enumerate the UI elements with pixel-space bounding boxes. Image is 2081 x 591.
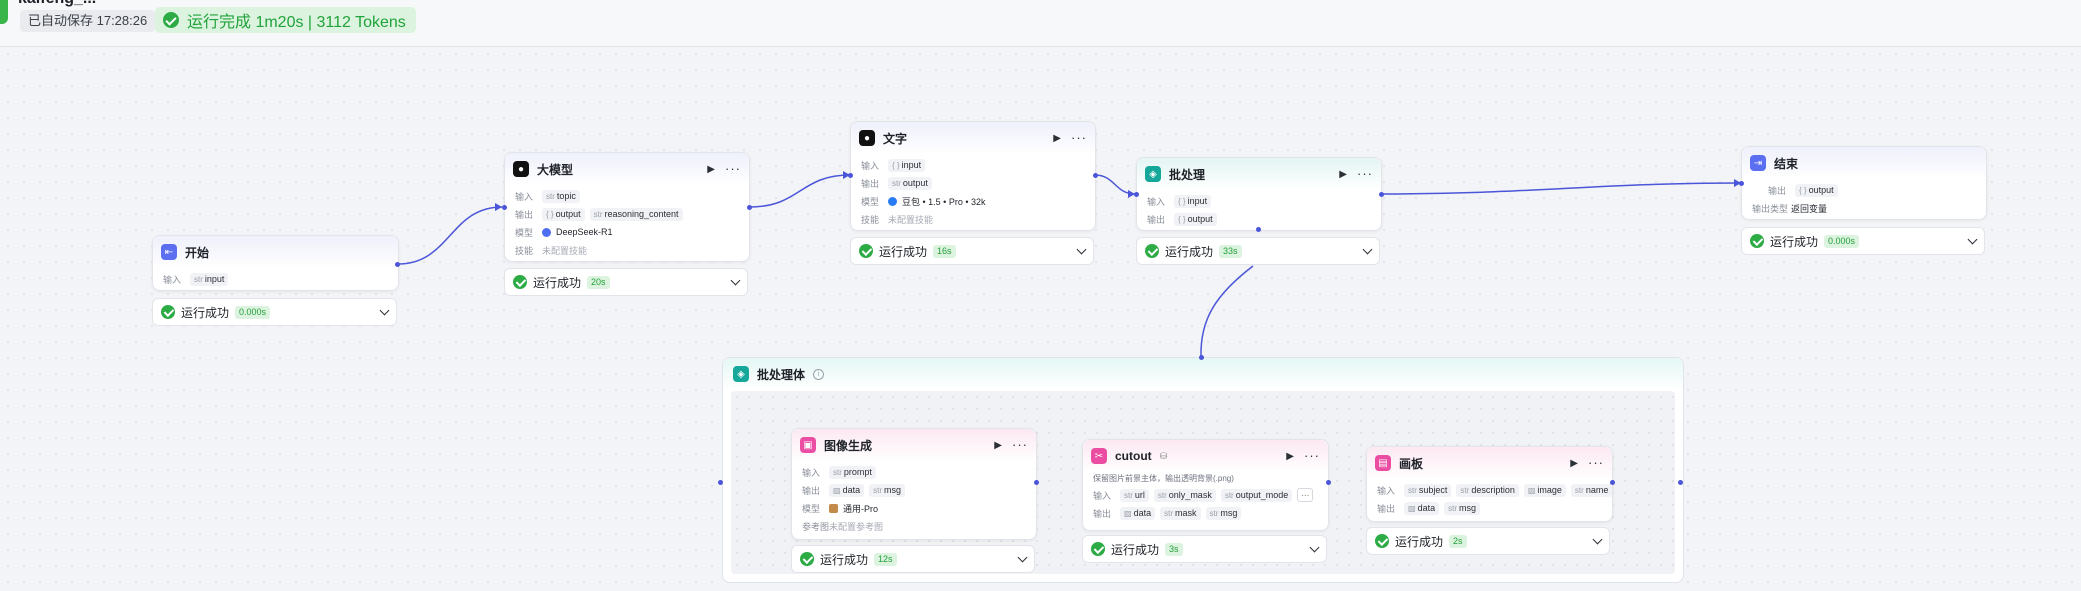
port-group-out[interactable] [1678,480,1683,485]
info-icon[interactable]: i [813,368,825,380]
node-title: 画板 [1399,456,1424,471]
run-status-text: 运行完成 1m20s | 3112 Tokens [187,14,406,31]
start-icon: ⇤ [161,244,177,260]
status-end[interactable]: 运行成功 0.000s [1741,227,1985,255]
node-title: 图像生成 [824,438,873,453]
more-icon[interactable]: ··· [1357,166,1373,181]
run-node-icon[interactable]: ▶ [1286,450,1294,462]
check-circle-icon [161,305,175,319]
doubao-icon [888,196,897,206]
canvas-icon: ▤ [1375,455,1391,471]
port-text-in[interactable] [848,173,853,178]
image-icon: ▣ [800,437,816,453]
check-circle-icon [859,244,873,258]
check-circle-icon [1375,534,1389,548]
chevron-down-icon[interactable] [1592,534,1603,544]
more-icon[interactable]: ··· [1071,130,1087,145]
status-start[interactable]: 运行成功 0.000s [152,298,397,326]
more-tags-button[interactable]: ··· [1297,488,1314,502]
end-icon: ⇥ [1750,155,1766,171]
status-llm[interactable]: 运行成功 20s [504,268,748,296]
more-icon[interactable]: ··· [1588,455,1604,470]
run-node-icon[interactable]: ▶ [707,163,715,175]
autosave-status: 已自动保存 17:28:26 [20,10,156,32]
more-icon[interactable]: ··· [725,161,741,176]
check-circle-icon [1750,234,1764,248]
batch-icon: ◈ [1145,166,1161,182]
run-node-icon[interactable]: ▶ [1053,132,1061,144]
check-circle-icon [800,552,814,566]
node-cutout[interactable]: ✂ cutout ⛁ ▶··· 保留图片前景主体，输出透明背景(.png) 输入… [1082,439,1329,531]
cutout-icon: ✂ [1091,448,1107,464]
status-cutout[interactable]: 运行成功 3s [1082,535,1327,563]
run-status-badge: 运行完成 1m20s | 3112 Tokens [155,7,416,33]
top-bar: kaifeng_... 已自动保存 17:28:26 运行完成 1m20s | … [0,0,2081,47]
port-canvas-out[interactable] [1610,480,1615,485]
chevron-down-icon[interactable] [1076,244,1087,254]
port-llm-out[interactable] [747,205,752,210]
port-llm-in[interactable] [502,205,507,210]
model-thumbnail-icon [829,503,838,513]
port-group-top[interactable] [1199,355,1204,360]
node-title: 大模型 [537,162,574,177]
run-node-icon[interactable]: ▶ [1339,168,1347,180]
port-image-out[interactable] [1034,480,1039,485]
node-end[interactable]: ⇥ 结束 输出{ }output 输出类型返回变量 [1741,146,1987,220]
workflow-title[interactable]: kaifeng_... [18,0,96,8]
llm-icon: ● [859,130,875,146]
plugin-icon: ⛁ [1159,450,1168,461]
port-batch-in[interactable] [1134,192,1139,197]
more-icon[interactable]: ··· [1304,448,1320,463]
node-description: 保留图片前景主体，输出透明背景(.png) [1093,474,1234,483]
node-title: cutout [1115,449,1152,463]
port-cutout-out[interactable] [1326,480,1331,485]
node-title: 文字 [883,131,908,146]
port-group-in[interactable] [718,480,723,485]
more-icon[interactable]: ··· [1012,437,1028,452]
node-batch[interactable]: ◈ 批处理 ▶··· 输入{ }input 输出{ }output [1136,157,1382,231]
port-end-in[interactable] [1739,181,1744,186]
llm-icon: ● [513,161,529,177]
run-node-icon[interactable]: ▶ [1570,457,1578,469]
chevron-down-icon[interactable] [1309,542,1320,552]
check-circle-icon [513,275,527,289]
group-title: 批处理体 [757,367,806,382]
batch-icon: ◈ [733,366,749,382]
status-image-gen[interactable]: 运行成功 12s [791,545,1035,573]
node-title: 结束 [1774,156,1799,171]
chevron-down-icon[interactable] [730,275,741,285]
status-canvas[interactable]: 运行成功 2s [1366,527,1610,555]
port-text-out[interactable] [1093,173,1098,178]
node-start-header: ⇤ 开始 [153,236,398,268]
chevron-down-icon[interactable] [1362,244,1373,254]
port-start-out[interactable] [395,262,400,267]
run-node-icon[interactable]: ▶ [994,439,1002,451]
check-circle-icon [163,12,179,28]
deepseek-icon [542,227,551,237]
node-title: 批处理 [1169,167,1206,182]
port-batch-out[interactable] [1379,192,1384,197]
chevron-down-icon[interactable] [1017,552,1028,562]
chevron-down-icon[interactable] [379,305,390,315]
node-title: 开始 [185,245,210,260]
port-batch-body[interactable] [1256,227,1261,232]
chevron-down-icon[interactable] [1967,234,1978,244]
status-batch[interactable]: 运行成功 33s [1136,237,1380,265]
status-text[interactable]: 运行成功 16s [850,237,1094,265]
check-circle-icon [1091,542,1105,556]
app-accent-mark [0,0,8,24]
check-circle-icon [1145,244,1159,258]
